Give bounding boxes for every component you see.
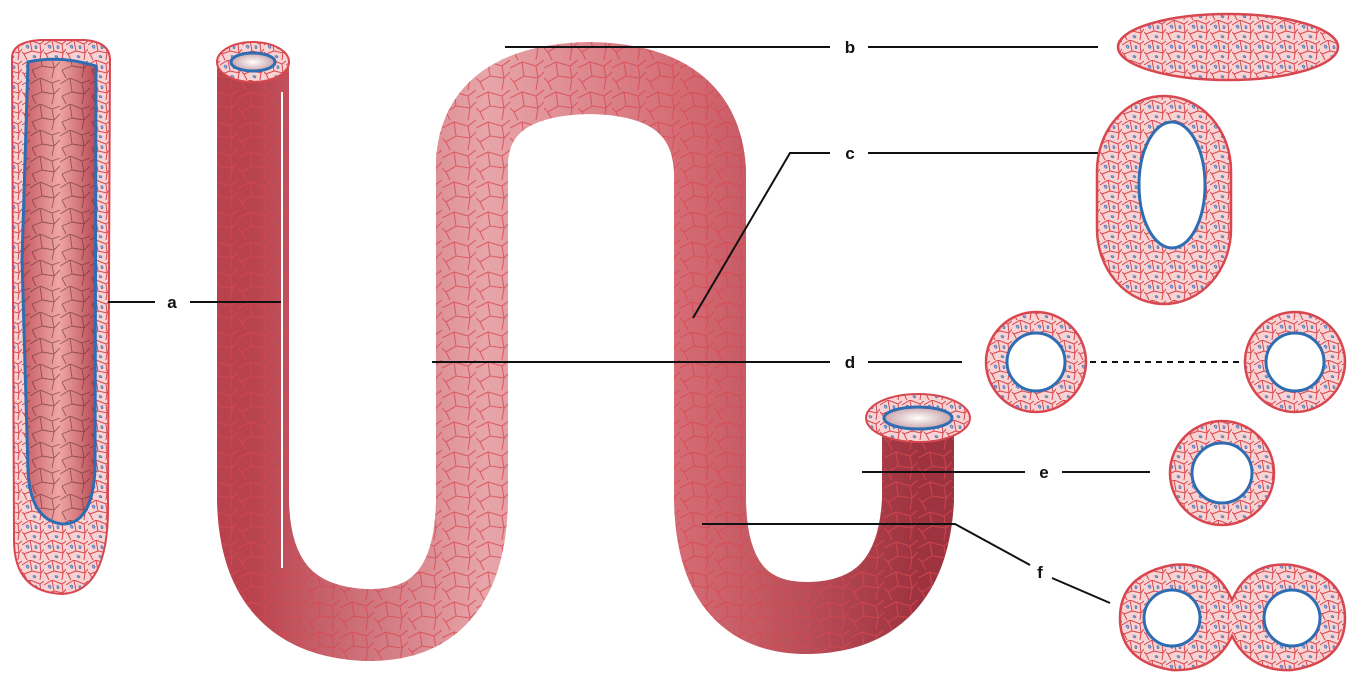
section-f (1120, 564, 1345, 670)
label-e: e (1039, 463, 1048, 482)
section-b (1118, 14, 1338, 80)
section-a-sheet (12, 40, 110, 594)
label-b: b (845, 38, 855, 57)
label-d: d (845, 353, 855, 372)
label-a: a (167, 293, 177, 312)
section-c (1097, 96, 1231, 304)
section-d-right (1245, 312, 1345, 412)
section-e (1170, 421, 1274, 525)
section-d-left (986, 312, 1086, 412)
leader-c (693, 153, 1098, 318)
tube-body (217, 42, 970, 625)
label-f: f (1037, 563, 1043, 582)
label-c: c (845, 144, 854, 163)
